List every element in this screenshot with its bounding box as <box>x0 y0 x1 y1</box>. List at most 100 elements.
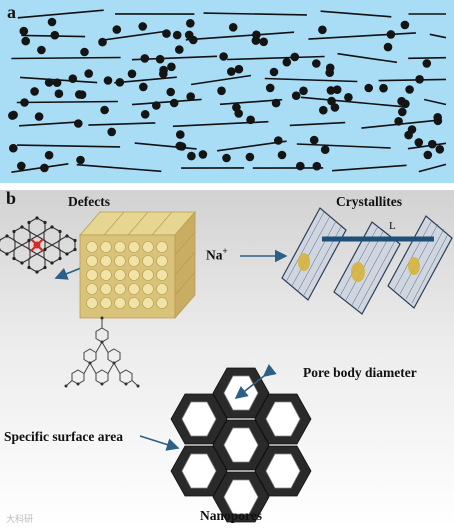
carbon-sheet-line <box>114 76 177 84</box>
sodium-ion-dot <box>309 135 319 145</box>
sodium-ion-dot <box>30 87 39 96</box>
sodium-ion-dot <box>269 67 279 77</box>
sodium-ion-dot <box>228 23 238 32</box>
carbon-sheet-line <box>11 163 69 173</box>
specific-surface-area-label: Specific surface area <box>4 429 123 444</box>
carbon-sheet-line <box>99 30 165 42</box>
panel-a-schematic <box>8 9 447 173</box>
sodium-ion-dot <box>364 83 374 93</box>
sodium-ion-dot <box>344 93 353 102</box>
ion-symbol: Na <box>206 247 223 263</box>
sodium-ion-dot <box>186 19 195 28</box>
sodium-ion-dot <box>175 141 185 151</box>
sodium-ion-dot <box>318 25 327 35</box>
panel-b-label: b <box>6 188 17 208</box>
pore-body-diameter-label: Pore body diameter <box>303 365 417 380</box>
sodium-ion-dot <box>167 62 176 72</box>
sodium-ion-dot <box>107 127 116 137</box>
sodium-ion-dot <box>138 22 147 31</box>
sodium-ion-dot <box>415 75 424 84</box>
sodium-ion-dot <box>186 92 195 101</box>
sodium-ion-dot <box>291 91 301 100</box>
sodium-ion-dot <box>34 112 44 121</box>
panel-b: b Defects Crystallites Na+ L Pore body d… <box>0 188 454 528</box>
nanopore-cell <box>170 445 228 497</box>
sodium-ion-dot <box>184 30 194 40</box>
sodium-ion-dot <box>232 103 241 112</box>
sodium-ion-dot <box>140 110 150 119</box>
carbon-sheet-line <box>429 33 447 39</box>
carbon-sheet-line <box>332 164 407 172</box>
sodium-ion-dot <box>259 37 269 47</box>
carbon-sheet-line <box>16 100 118 104</box>
sodium-ion-dot <box>159 69 168 79</box>
sodium-ion-dot <box>332 85 342 94</box>
panel-a: a <box>0 0 454 183</box>
sodium-ion-dot <box>265 83 275 93</box>
sodium-ion-dot <box>274 136 283 145</box>
sodium-ion-dot <box>175 45 184 54</box>
triangular-molecule <box>64 316 140 388</box>
carbon-sheet-line <box>296 143 391 149</box>
carbon-sheet-line <box>219 98 283 106</box>
carbon-sheet-line <box>11 56 121 60</box>
sodium-ion-dot <box>222 153 231 163</box>
carbon-sheet-line <box>88 122 156 126</box>
sodium-ion-dot <box>166 87 175 97</box>
carbon-cube <box>79 210 196 320</box>
sodium-ion-dot <box>219 52 228 61</box>
sodium-ion-dot <box>325 63 335 73</box>
sodium-ion-dot <box>394 117 403 126</box>
sodium-ion-dot <box>140 54 150 63</box>
sodium-ion-dot <box>217 86 226 96</box>
sodium-ion-dot <box>100 105 109 115</box>
sodium-ion-dot <box>234 64 244 74</box>
sodium-ion-label: Na+ <box>206 246 228 264</box>
graphene-sheet-2 <box>333 221 401 315</box>
sodium-ion-dot <box>320 145 330 154</box>
crystallites-label: Crystallites <box>336 194 402 209</box>
sodium-ion-dot <box>84 69 93 78</box>
carbon-sheet-line <box>185 31 295 41</box>
carbon-sheet-line <box>378 78 447 82</box>
nanopore-cell <box>254 445 312 497</box>
carbon-sheet-line <box>19 121 76 127</box>
sodium-ion-dot <box>21 36 31 46</box>
sodium-ion-dot <box>383 42 393 52</box>
watermark: 大科研 <box>6 515 34 525</box>
nanopore-honeycomb <box>170 367 312 523</box>
sodium-ion-dot <box>428 139 437 149</box>
sodium-ion-dot <box>414 138 424 147</box>
sodium-ion-dot <box>162 29 171 38</box>
sodium-ion-dot <box>115 78 125 87</box>
crystallite-sheets <box>281 207 453 315</box>
sodium-ion-dot <box>251 36 261 45</box>
carbon-sheet-line <box>17 9 104 19</box>
sodium-ion-dot <box>312 161 322 171</box>
sodium-ion-dot <box>326 86 336 95</box>
sodium-ion-dot <box>245 152 255 162</box>
sodium-ion-dot <box>405 85 414 94</box>
sodium-ion-dot <box>54 89 64 98</box>
carbon-sheet-line <box>227 55 325 61</box>
carbon-sheet-line <box>17 144 121 148</box>
sodium-ion-dot <box>172 30 182 40</box>
sodium-ion-dot <box>139 82 148 92</box>
carbon-sheet-line <box>172 120 269 128</box>
sodium-ion-dot <box>296 161 305 171</box>
nanopore-cell <box>212 471 270 523</box>
sodium-ion-dot <box>9 143 18 153</box>
sodium-ion-dot <box>386 30 396 39</box>
sodium-ion-dot <box>44 78 54 87</box>
sodium-ion-dot <box>80 47 89 57</box>
sodium-ion-dot <box>422 59 432 68</box>
sodium-ion-dot <box>9 110 18 120</box>
sodium-ion-dot <box>152 101 161 110</box>
sodium-ion-dot <box>176 130 185 139</box>
sodium-ion-dot <box>17 161 26 171</box>
sodium-ion-dot <box>299 86 308 96</box>
arrow-to-surface <box>139 435 180 451</box>
defects-label: Defects <box>68 194 110 209</box>
sodium-ion-dot <box>404 130 413 140</box>
sodium-ion-dot <box>75 90 84 99</box>
